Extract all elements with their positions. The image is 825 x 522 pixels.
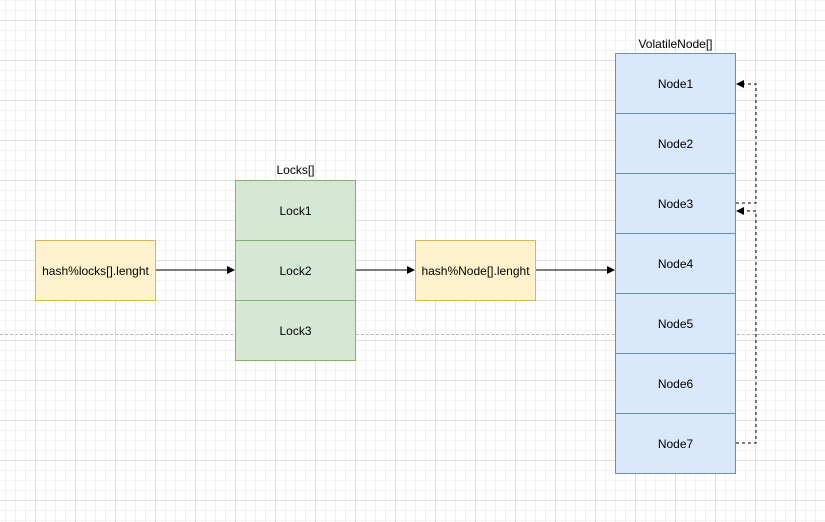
dashed-link-node7-to-node3 (736, 207, 757, 444)
lock-cell[interactable]: Lock2 (235, 240, 356, 301)
locks-array-title: Locks[] (276, 163, 315, 177)
hash-node-label: hash%Node[].lenght (421, 263, 530, 278)
node-cell[interactable]: Node3 (615, 173, 736, 234)
lock-cell[interactable]: Lock3 (235, 300, 356, 361)
node-cell[interactable]: Node5 (615, 293, 736, 354)
node-cell-label: Node2 (657, 136, 694, 151)
node-cell[interactable]: Node2 (615, 113, 736, 174)
dashed-link-node3-to-node1 (736, 80, 757, 204)
node-cell[interactable]: Node1 (615, 53, 736, 114)
hash-locks-label: hash%locks[].lenght (42, 263, 149, 278)
hash-node-box[interactable]: hash%Node[].lenght (415, 240, 536, 301)
node-cell-label: Node1 (657, 76, 694, 91)
lock-cell[interactable]: Lock1 (235, 180, 356, 241)
lock-cell-label: Lock2 (279, 263, 312, 278)
node-cell-label: Node4 (657, 256, 694, 271)
lock-cell-label: Lock1 (279, 203, 312, 218)
node-cell-label: Node3 (657, 196, 694, 211)
node-cell-label: Node6 (657, 376, 694, 391)
node-cell[interactable]: Node6 (615, 353, 736, 414)
lock-cell-label: Lock3 (279, 323, 312, 338)
nodes-array-title: VolatileNode[] (638, 37, 713, 51)
hash-locks-box[interactable]: hash%locks[].lenght (35, 240, 156, 301)
node-cell[interactable]: Node7 (615, 413, 736, 474)
node-cell[interactable]: Node4 (615, 233, 736, 294)
page-break-line (0, 334, 825, 335)
node-cell-label: Node5 (657, 316, 694, 331)
node-cell-label: Node7 (657, 436, 694, 451)
